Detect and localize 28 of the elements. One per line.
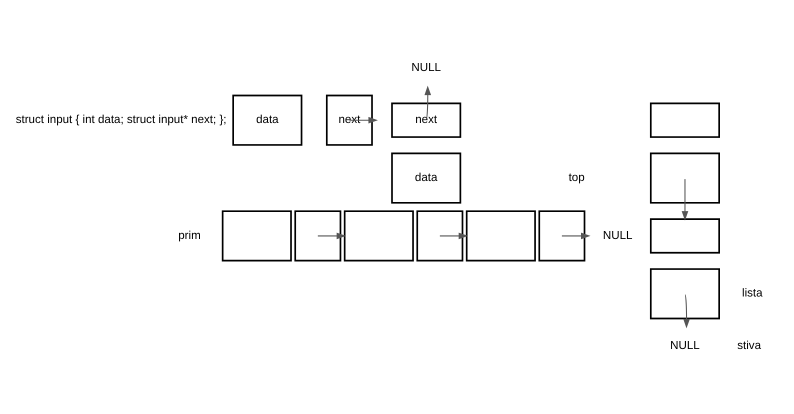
node-box: [294, 210, 342, 262]
node-box: [344, 210, 414, 262]
node-box: data: [391, 152, 462, 204]
label: prim: [178, 230, 201, 242]
node-text: NULL: [411, 62, 441, 74]
label: top: [568, 172, 585, 184]
arrow: [349, 116, 378, 124]
node-box: [650, 152, 720, 204]
node-box: [416, 210, 464, 262]
label: stiva: [737, 340, 762, 352]
node-box: data: [232, 94, 302, 146]
arrow: [683, 294, 690, 328]
arrow: [318, 232, 346, 240]
node-box: [650, 102, 720, 138]
node-text: NULL: [670, 340, 700, 352]
node-box: [538, 210, 586, 262]
node-box: next: [326, 94, 373, 146]
arrow: [682, 179, 688, 221]
label: struct input { int data; struct input* next; };: [16, 114, 227, 126]
arrow: [562, 232, 590, 240]
node-text: NULL: [602, 230, 632, 242]
node-box: [222, 210, 292, 262]
arrow: [440, 232, 468, 240]
node-box: [466, 210, 536, 262]
node-box: next: [391, 102, 462, 138]
arrow: [424, 86, 432, 120]
label: lista: [742, 288, 763, 300]
node-box: [650, 218, 720, 254]
